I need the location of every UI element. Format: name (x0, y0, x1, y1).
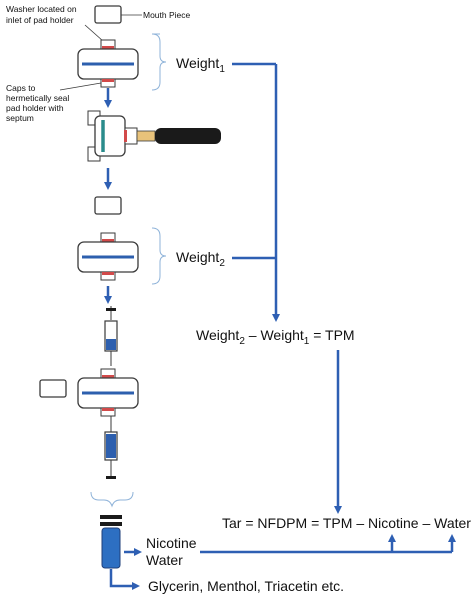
syringe-1 (104, 306, 118, 366)
washer-pointer (84, 24, 104, 42)
washer-label-1: Washer located on (6, 4, 77, 14)
weight1-label: Weight1 (176, 55, 225, 75)
caps-label-1: Caps to (6, 83, 36, 93)
glycerin-label: Glycerin, Menthol, Triacetin etc. (148, 578, 344, 594)
holder2-brace (151, 227, 167, 285)
tar-equation: Tar = NFDPM = TPM – Nicotine – Water (222, 515, 471, 531)
vial-brace (90, 491, 134, 508)
mouth-piece-label: Mouth Piece (143, 10, 191, 20)
tpm-equation: Weight2 – Weight1 = TPM (196, 327, 355, 347)
pad-holder-2 (77, 232, 139, 281)
water-label: Water (146, 552, 183, 568)
weight2-label: Weight2 (176, 249, 225, 269)
nicotine-label: Nicotine (146, 535, 197, 551)
syringe-2 (104, 416, 118, 479)
mouth-piece-removed (94, 196, 122, 215)
caps-pointer (59, 82, 102, 91)
mouth-piece-side (39, 379, 67, 398)
pad-holder-1 (77, 39, 139, 88)
pad-holder-3 (77, 368, 139, 417)
caps-label-4: septum (6, 113, 34, 123)
caps-label-2: hermetically seal (6, 93, 69, 103)
holder1-brace (151, 33, 167, 91)
vial (100, 515, 122, 569)
caps-label-3: pad holder with (6, 103, 64, 113)
mouth-piece-cap (94, 5, 122, 24)
glycerin-arrow (109, 569, 140, 590)
pad-holder-septum (87, 110, 221, 162)
washer-label-2: inlet of pad holder (6, 15, 74, 25)
